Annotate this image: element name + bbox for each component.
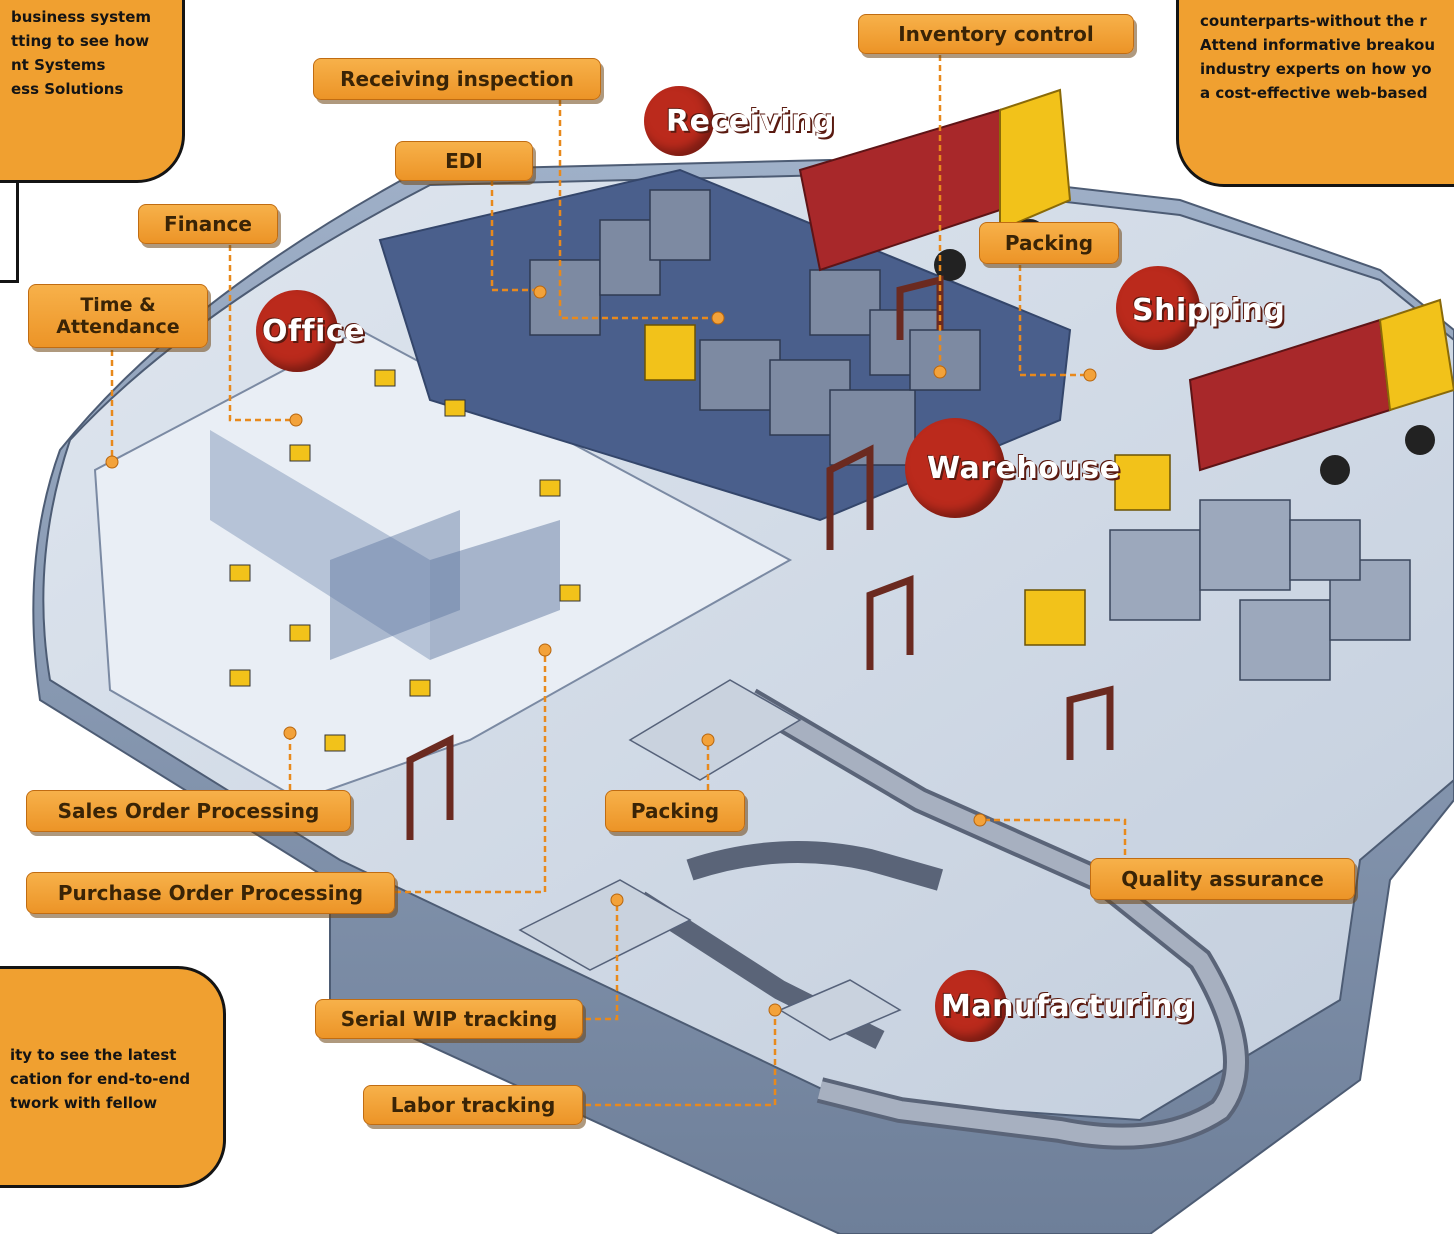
shipping-truck [1188,298,1454,485]
callout-line: industry experts on how yo [1200,60,1432,78]
callout-line: cation for end-to-end [10,1070,191,1088]
zone-label: Office [262,313,366,349]
conveyor-line [634,688,1249,1150]
zone-warehouse: Warehouse [905,418,1120,518]
zone-label: Shipping [1132,292,1286,328]
forklifts [644,324,1171,646]
label-labor-tracking: Labor tracking [363,1085,583,1125]
warehouse-racks [529,189,981,466]
workbenches [518,679,902,1041]
callout-line: ity to see the latest [10,1046,177,1064]
shipping-racks [1109,499,1411,681]
callout-line: nt Systems [11,56,106,74]
label-quality-assurance: Quality assurance [1090,858,1355,900]
callout-top-right: counterparts-without the r Attend inform… [1176,0,1454,187]
callout-line: counterparts-without the r [1200,12,1427,30]
callout-line: business system [11,8,152,26]
office-desks [229,369,581,752]
leader-lines [110,55,1127,1107]
label-finance: Finance [138,204,278,244]
callout-line: Attend informative breakou [1200,36,1436,54]
leader-dots [105,285,1097,1017]
office-floor [93,328,793,802]
zone-disc [644,86,714,156]
zone-shipping: Shipping [1116,266,1285,354]
zone-disc [256,290,338,372]
zone-label: Manufacturing [941,988,1195,1024]
zone-manufacturing: Manufacturing [935,970,1195,1042]
zone-disc [935,970,1007,1042]
label-time-attendance: Time & Attendance [28,284,208,348]
callout-line: twork with fellow [10,1094,158,1112]
zone-label: Receiving [666,103,836,139]
zone-label: Warehouse [927,450,1121,486]
callout-left-border [0,180,19,283]
label-packing-warehouse: Packing [979,222,1119,264]
zone-disc [905,418,1005,518]
zone-office: Office [256,290,365,372]
label-receiving-inspection: Receiving inspection [313,58,601,100]
callout-line: tting to see how [11,32,150,50]
zone-disc [1116,266,1200,350]
callout-line: a cost-effective web-based [1200,84,1428,102]
label-inventory-control: Inventory control [858,14,1134,54]
label-sales-order-processing: Sales Order Processing [26,790,351,832]
zone-receiving: Receiving [644,86,835,156]
label-purchase-order-processing: Purchase Order Processing [26,872,395,914]
callout-top-left: business system tting to see how nt Syst… [0,0,185,183]
callout-bottom-left: ity to see the latest cation for end-to-… [0,966,226,1188]
callout-line: ess Solutions [11,80,124,98]
label-serial-wip-tracking: Serial WIP tracking [315,999,583,1039]
label-packing-manufacturing: Packing [605,790,745,832]
label-edi: EDI [395,141,533,181]
receiving-truck [798,88,1072,281]
